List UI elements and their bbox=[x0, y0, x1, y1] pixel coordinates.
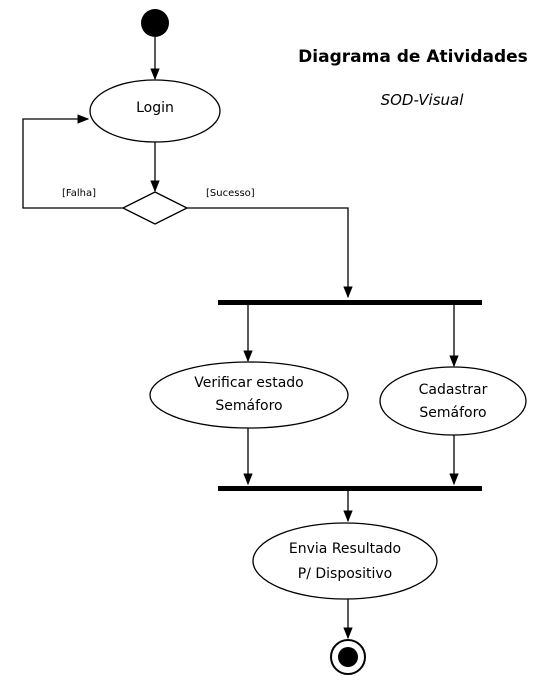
cadastrar-label-line1: Cadastrar bbox=[419, 382, 488, 398]
guard-success-label: [Sucesso] bbox=[206, 188, 255, 199]
join-bar bbox=[218, 486, 482, 491]
diagram-subtitle: SOD-Visual bbox=[381, 91, 465, 109]
decision-node bbox=[121, 191, 189, 225]
fork-bar bbox=[218, 300, 482, 305]
envia-node bbox=[252, 522, 438, 600]
verificar-label-line1: Verificar estado bbox=[194, 375, 303, 391]
diagram-title: Diagrama de Atividades bbox=[298, 47, 528, 67]
initial-node bbox=[141, 9, 169, 37]
guard-failure-label: [Falha] bbox=[62, 188, 96, 199]
envia-label-line1: Envia Resultado bbox=[289, 541, 401, 557]
cadastrar-node bbox=[379, 366, 527, 436]
flow-failure-loop bbox=[22, 114, 123, 209]
verificar-label-line2: Semáforo bbox=[215, 398, 282, 414]
final-node-inner bbox=[338, 647, 358, 667]
envia-label-line2: P/ Dispositivo bbox=[298, 566, 392, 582]
cadastrar-label-line2: Semáforo bbox=[419, 405, 486, 421]
flow-success bbox=[187, 207, 353, 299]
login-label: Login bbox=[136, 100, 174, 116]
verificar-node bbox=[149, 361, 349, 429]
